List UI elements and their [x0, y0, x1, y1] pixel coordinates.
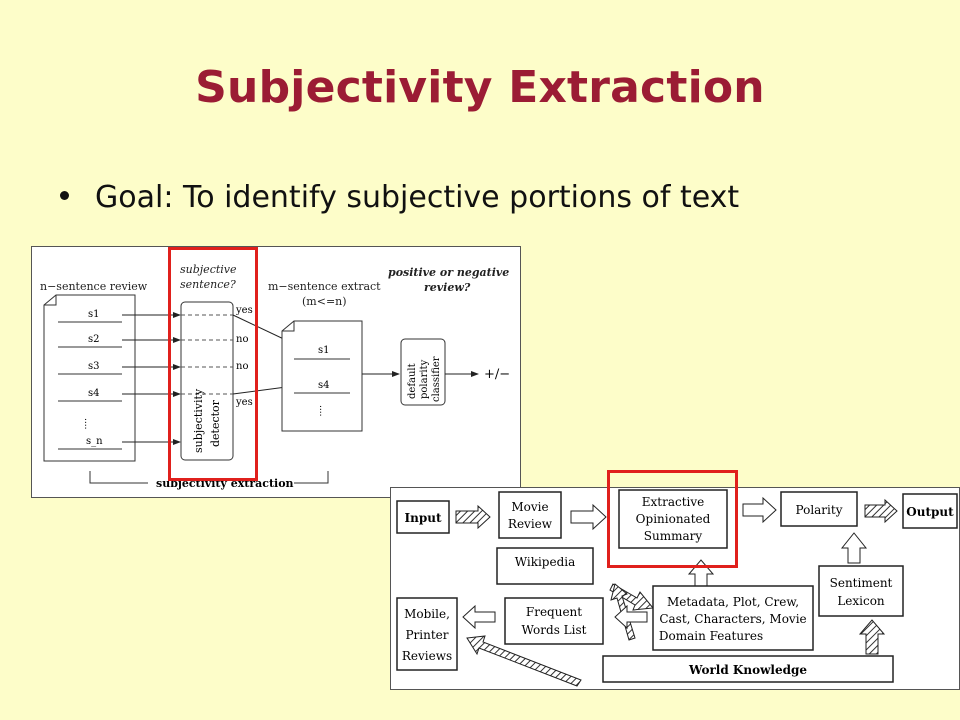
movie-review-label-2: Review	[508, 517, 553, 531]
review-question-label: review?	[424, 281, 471, 294]
frequent-label-2: Words List	[522, 623, 587, 637]
mobile-label-2: Printer	[405, 628, 448, 642]
output-label: Output	[906, 505, 954, 519]
extract-label: m−sentence extract	[268, 280, 381, 293]
polarity-label: Polarity	[796, 503, 843, 517]
classifier-label-1: default	[407, 363, 418, 399]
mobile-label-3: Reviews	[402, 649, 452, 663]
output-box	[902, 493, 958, 529]
subjectivity-detector-box	[180, 301, 234, 461]
summary-label-2: Opinionated	[636, 512, 711, 526]
polarity-classifier-box	[400, 338, 446, 406]
detector-label-1: subjectivity	[192, 388, 205, 453]
subjectivity-pipeline-figure: n−sentence review subjective sentence? m…	[31, 246, 521, 498]
detector-label-2: detector	[209, 399, 222, 447]
lexicon-label-1: Sentiment	[830, 576, 893, 590]
frequent-label-1: Frequent	[526, 605, 582, 619]
slide-title: Subjectivity Extraction	[195, 62, 765, 113]
movie-review-label-1: Movie	[511, 500, 548, 514]
subjective-label: subjective	[180, 263, 237, 276]
movie-review-box	[498, 491, 562, 539]
sentence-label: sentence?	[180, 278, 236, 291]
summary-box	[618, 489, 728, 549]
classifier-label-3: classifier	[431, 356, 442, 402]
metadata-box	[652, 585, 814, 651]
hatched-arrow	[864, 498, 898, 524]
sentence-s2: s2	[88, 334, 100, 345]
mobile-label-1: Mobile,	[404, 607, 450, 621]
polarity-box	[780, 491, 858, 527]
arrow	[742, 496, 777, 524]
review-document	[43, 294, 136, 462]
sentiment-lexicon-box	[818, 565, 904, 617]
extract-s4: s4	[318, 380, 330, 391]
metadata-label-1: Metadata, Plot, Crew,	[667, 595, 799, 609]
answer-no-1: no	[236, 334, 248, 345]
sentence-s1: s1	[88, 309, 100, 320]
sentence-s3: s3	[88, 361, 100, 372]
frequent-words-box	[504, 597, 604, 645]
wikipedia-box	[496, 547, 594, 585]
bullet-text: Goal: To identify subjective portions of…	[95, 180, 740, 215]
extract-ellipsis: ....	[317, 405, 327, 417]
summary-label-1: Extractive	[642, 495, 705, 509]
arrow	[462, 604, 496, 630]
extract-size-label: (m<=n)	[302, 295, 347, 308]
wikipedia-label: Wikipedia	[515, 555, 576, 569]
sentence-ellipsis: ....	[82, 418, 92, 430]
extract-s1: s1	[318, 345, 330, 356]
summary-highlight	[607, 470, 738, 568]
metadata-label-3: Domain Features	[659, 629, 763, 643]
sentence-sn: s_n	[86, 436, 103, 447]
extract-document	[281, 320, 363, 432]
arrow	[614, 604, 648, 630]
bullet-item: Goal: To identify subjective portions of…	[60, 180, 739, 215]
answer-no-2: no	[236, 361, 248, 372]
metadata-label-2: Cast, Characters, Movie	[659, 612, 806, 626]
arrow	[570, 503, 607, 531]
classifier-label-2: polarity	[419, 359, 430, 399]
hatched-arrow	[858, 619, 886, 655]
summary-label-3: Summary	[644, 529, 703, 543]
answer-yes-2: yes	[235, 397, 253, 408]
architecture-figure: Input Movie Review Extractive Opinionate…	[390, 487, 960, 690]
sentence-s4: s4	[88, 388, 100, 399]
lexicon-label-2: Lexicon	[837, 594, 885, 608]
arrow	[840, 532, 868, 564]
hatched-arrow	[455, 504, 491, 530]
world-knowledge-box	[602, 655, 894, 683]
polarity-question-label: positive or negative	[388, 266, 509, 279]
answer-yes-1: yes	[235, 305, 253, 316]
detector-highlight	[168, 247, 258, 481]
review-label: n−sentence review	[40, 280, 148, 293]
bullet-icon	[60, 191, 69, 200]
input-label: Input	[405, 511, 442, 525]
hatched-arrow	[466, 635, 582, 687]
world-knowledge-label: World Knowledge	[688, 663, 807, 677]
output-sign: +/−	[484, 367, 510, 382]
input-box	[396, 500, 450, 534]
mobile-reviews-box	[396, 597, 458, 671]
